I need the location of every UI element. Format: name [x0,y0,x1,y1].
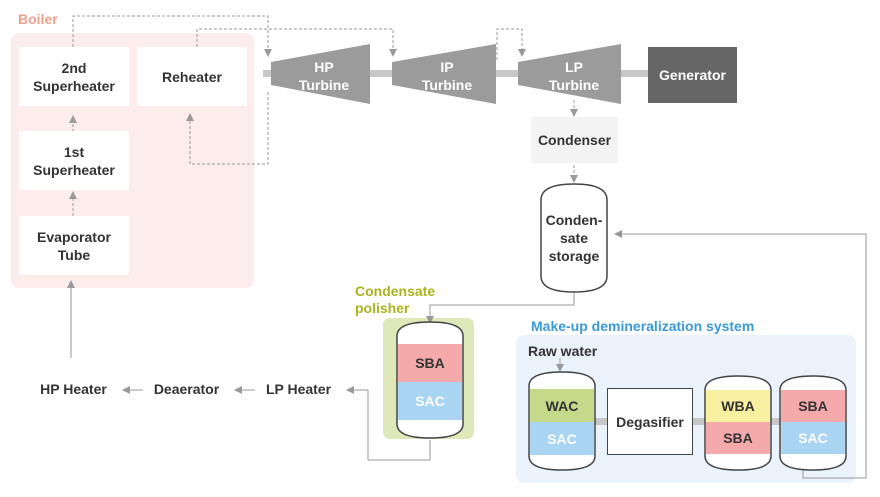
ip-turbine-shape [392,44,496,104]
vessel-1-sac-layer [530,422,594,455]
line-polisher-to-lp-heater [346,386,431,461]
steam-line-rh-to-ip [196,28,397,57]
lp-turbine-label: LP Turbine [548,59,600,93]
vessel-1-wac-layer [530,389,594,422]
vessel-2-sba-label: SBA [723,430,753,446]
vessel-3-sac-label: SAC [798,430,828,446]
polisher-sba-label: SBA [415,355,445,371]
hp-turbine-shape [271,44,370,104]
ip-turbine-label: IP Turbine [421,59,473,93]
generator-box: Generator [648,47,737,103]
vessel-2-wba-layer [706,390,770,422]
deaerator-box: Deaerator [143,360,230,418]
steam-line-ip-to-lp [496,28,526,60]
condensate-storage-vessel [540,183,608,293]
reheater-box: Reheater [137,47,247,106]
condensate-polisher-label: Condensate polisher [355,283,436,316]
polisher-sac-label: SAC [415,393,445,409]
lp-heater-box: LP Heater [255,360,342,418]
vessel-1-wac-label: WAC [545,397,579,414]
steam-line-hp-to-rh [186,92,269,165]
polisher-sba-layer [398,344,462,382]
first-superheater-box: 1st Superheater [19,131,129,190]
condensate-storage-label: Conden- sate storage [545,212,603,264]
hp-heater-box: HP Heater [30,360,117,418]
makeup-system-label: Make-up demineralization system [531,318,755,334]
vessel-1-sac-label: SAC [547,430,577,447]
vessel-2-sba-layer [706,422,770,454]
second-superheater-box: 2nd Superheater [19,47,129,106]
connector-v2-v3 [770,418,782,425]
raw-water-label: Raw water [528,343,598,359]
connector-v1-degasifier [594,418,607,425]
lp-turbine-shape [518,44,621,104]
boiler-label: Boiler [18,11,58,27]
line-storage-to-polisher [426,293,575,324]
vessel-3-sba-layer [781,390,845,422]
evaporator-tube-box: Evaporator Tube [19,216,129,275]
polisher-sac-layer [398,382,462,420]
condenser-box: Condenser [531,117,618,163]
steam-line-sh-to-hp [72,15,272,57]
connector-degasifier-v2 [693,418,706,425]
vessel-3-sac-layer [781,422,845,454]
vessel-2-wba-label: WBA [721,398,755,414]
hp-turbine-label: HP Turbine [298,59,350,93]
degasifier-box: Degasifier [607,388,693,455]
vessel-3-sba-label: SBA [798,398,828,414]
line-makeup-to-storage [614,230,867,479]
